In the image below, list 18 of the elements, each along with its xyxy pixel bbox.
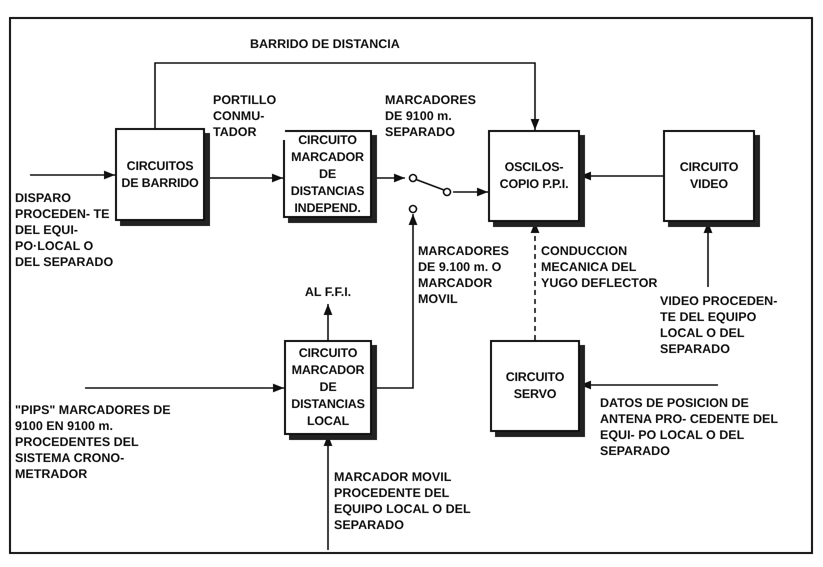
arrow <box>30 170 115 180</box>
signal-text: "PIPS" MARCADORES DE 9100 EN 9100 m. PROCEDENTES DEL SISTEMA CRONO- METRADOR <box>15 388 193 493</box>
block-label: CIRCUITO MARCADOR DE DISTANCIAS INDEPEND. <box>290 132 366 216</box>
block-label: CIRCUITOS DE BARRIDO <box>120 158 200 192</box>
block-label: OSCILOS- COPIO P.P.I. <box>498 159 570 193</box>
signal-text: MARCADOR MOVIL PROCEDENTE DEL EQUIPO LOCAL O DEL SEPARADO <box>328 465 498 550</box>
arrow <box>453 188 488 196</box>
edge-label: PORTILLO CONMU- TADOR <box>213 92 285 140</box>
signal-text: VIDEO PROCEDEN- TE DEL EQUIPO LOCAL O DEL SEPARADO <box>660 287 778 367</box>
block-label: CIRCUITO SERVO <box>504 369 566 403</box>
block-label: CIRCUITO VIDEO <box>678 159 740 193</box>
signal-text: AL F.F.I. <box>300 284 356 304</box>
arrow <box>324 304 332 340</box>
arrow <box>85 384 284 392</box>
signal-text: DATOS DE POSICION DE ANTENA PRO- CEDENTE DEL EQUI- PO LOCAL O DEL SEPARADO <box>600 385 800 505</box>
signal-text: DISPARO PROCEDEN- TE DEL EQUI- PO·LOCAL O DEL SEPARADO <box>15 175 120 267</box>
block-label: CIRCUITO MARCADOR DE DISTANCIAS LOCAL <box>290 345 366 430</box>
arrow <box>154 62 540 130</box>
